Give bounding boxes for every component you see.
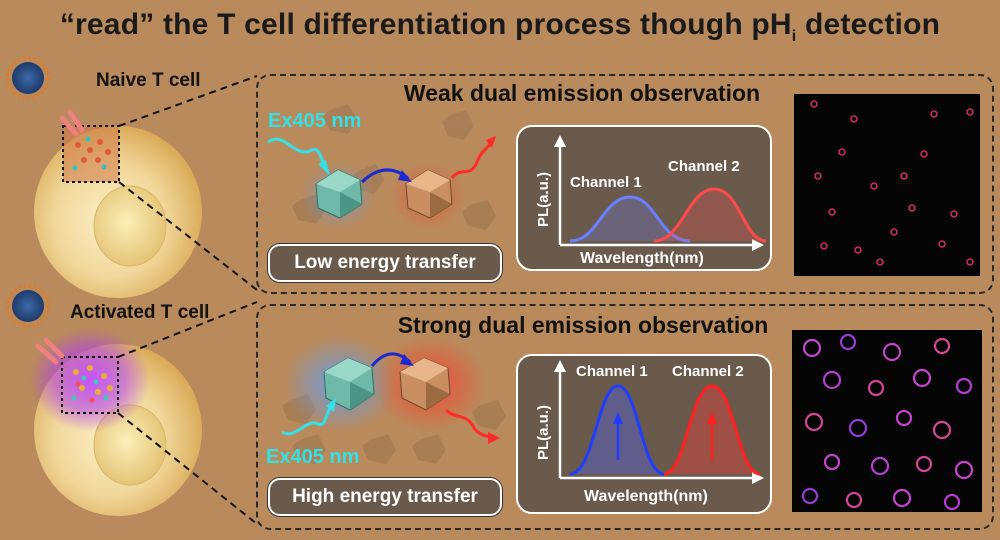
naive-ex-label: Ex405 nm [268, 110, 362, 132]
naive-panel [256, 74, 994, 294]
excitation-arrow [281, 403, 334, 436]
channel2-label: Channel 2 [672, 363, 744, 380]
channel2-curve [653, 187, 767, 243]
page-title: “read” the T cell differentiation proces… [59, 8, 941, 45]
channel1-curve [569, 195, 691, 243]
activated-microscopy-image [792, 330, 982, 512]
activated-spectrum-svg: Channel 1 Channel 2 PL(a.u.) Wavelength(… [535, 360, 764, 505]
activated-transfer-label: High energy transfer [268, 478, 502, 516]
xlabel: Wavelength(nm) [584, 488, 708, 505]
channel1-label: Channel 1 [576, 363, 648, 380]
activated-spectrum-plot: Channel 1 Channel 2 PL(a.u.) Wavelength(… [516, 354, 772, 514]
activated-panel-title: Strong dual emission observation [397, 312, 769, 338]
naive-spectrum-svg: Channel 1 Channel 2 PL(a.u.) Wavelength(… [535, 135, 767, 267]
activated-ex-label: Ex405 nm [266, 446, 360, 468]
xlabel: Wavelength(nm) [580, 250, 704, 267]
naive-microscopy-image [794, 94, 980, 276]
ylabel: PL(a.u.) [535, 172, 552, 227]
excitation-arrow [267, 137, 328, 171]
channel1-label: Channel 1 [570, 174, 642, 191]
emission-arrow [450, 141, 494, 180]
orange-crystal-icon [405, 169, 453, 219]
activated-panel [256, 304, 994, 530]
naive-spectrum-plot: Channel 1 Channel 2 PL(a.u.) Wavelength(… [516, 125, 772, 271]
ylabel: PL(a.u.) [535, 405, 552, 460]
activated-t-cell [6, 284, 202, 516]
blue-crystal-icon [315, 169, 363, 219]
activated-cell-label: Activated T cell [70, 302, 210, 323]
blue-crystal-icon [323, 357, 375, 411]
naive-cell-label: Naive T cell [96, 70, 201, 91]
naive-t-cell [6, 56, 202, 298]
channel2-label: Channel 2 [668, 158, 740, 175]
orange-crystal-icon [399, 357, 451, 411]
naive-transfer-label: Low energy transfer [268, 244, 502, 282]
naive-panel-title: Weak dual emission observation [403, 80, 761, 106]
